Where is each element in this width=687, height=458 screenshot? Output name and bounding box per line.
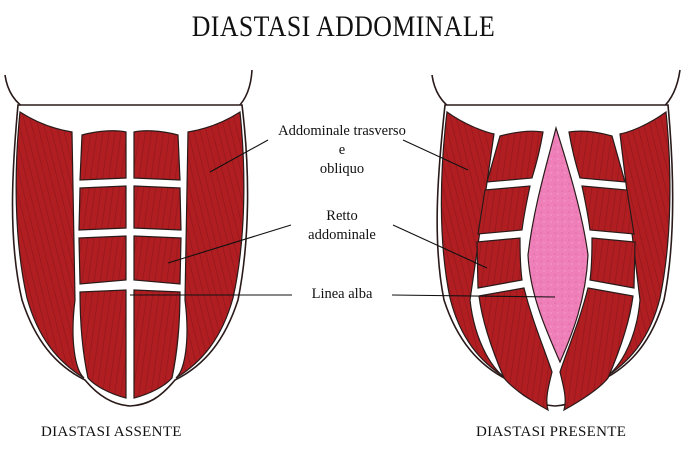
label-rectus: Retto addominale: [282, 207, 402, 245]
diagram-title: DIASTASI ADDOMINALE: [191, 10, 496, 43]
oblique-muscle-right-a: [440, 110, 507, 379]
label-rectus-line2: addominale: [308, 227, 376, 243]
leader-linea-alba-right: [391, 294, 556, 298]
oblique-muscle-right-b: [603, 110, 671, 379]
rectus-block-left-8: [133, 289, 181, 399]
rectus-block-left-7: [133, 235, 182, 285]
rectus-block-right-7: [589, 237, 636, 289]
label-transverse-line2: e: [338, 142, 346, 158]
label-transverse-oblique: Addominale trasverso e obliquo: [262, 122, 422, 179]
leader-transverse-left: [209, 139, 269, 173]
label-linea-alba: Linea alba: [311, 286, 373, 302]
rectus-block-right-4: [478, 287, 553, 412]
rectus-block-right-6: [581, 185, 635, 235]
leader-rectus-right: [392, 224, 488, 269]
leader-lines: [130, 139, 556, 298]
rectus-block-left-5: [133, 130, 181, 181]
rectus-block-right-5: [568, 130, 626, 183]
caption-diastasis-present: DIASTASI PRESENTE: [476, 424, 627, 440]
rectus-block-left-2: [78, 185, 127, 231]
leader-transverse-right: [402, 139, 469, 171]
torso-right: [431, 69, 681, 412]
rectus-block-left-4: [79, 289, 127, 399]
rectus-block-left-6: [133, 185, 182, 231]
torso-left: [4, 69, 253, 407]
label-transverse-line1: Addominale trasverso: [278, 123, 406, 139]
rectus-block-left-3: [78, 235, 127, 285]
rectus-block-left-1: [79, 130, 127, 181]
oblique-muscle-left-b: [175, 110, 245, 379]
separated-linea-alba: [527, 125, 589, 364]
leader-rectus-left: [167, 224, 292, 264]
label-transverse-line3: obliquo: [319, 161, 365, 177]
oblique-muscle-left-a: [15, 110, 85, 379]
rectus-block-right-1: [486, 130, 544, 183]
label-rectus-line1: Retto: [326, 208, 358, 224]
rectus-block-right-8: [559, 287, 634, 412]
rectus-block-right-3: [476, 237, 523, 289]
rectus-block-right-2: [477, 185, 531, 235]
caption-diastasis-absent: DIASTASI ASSENTE: [41, 424, 182, 440]
